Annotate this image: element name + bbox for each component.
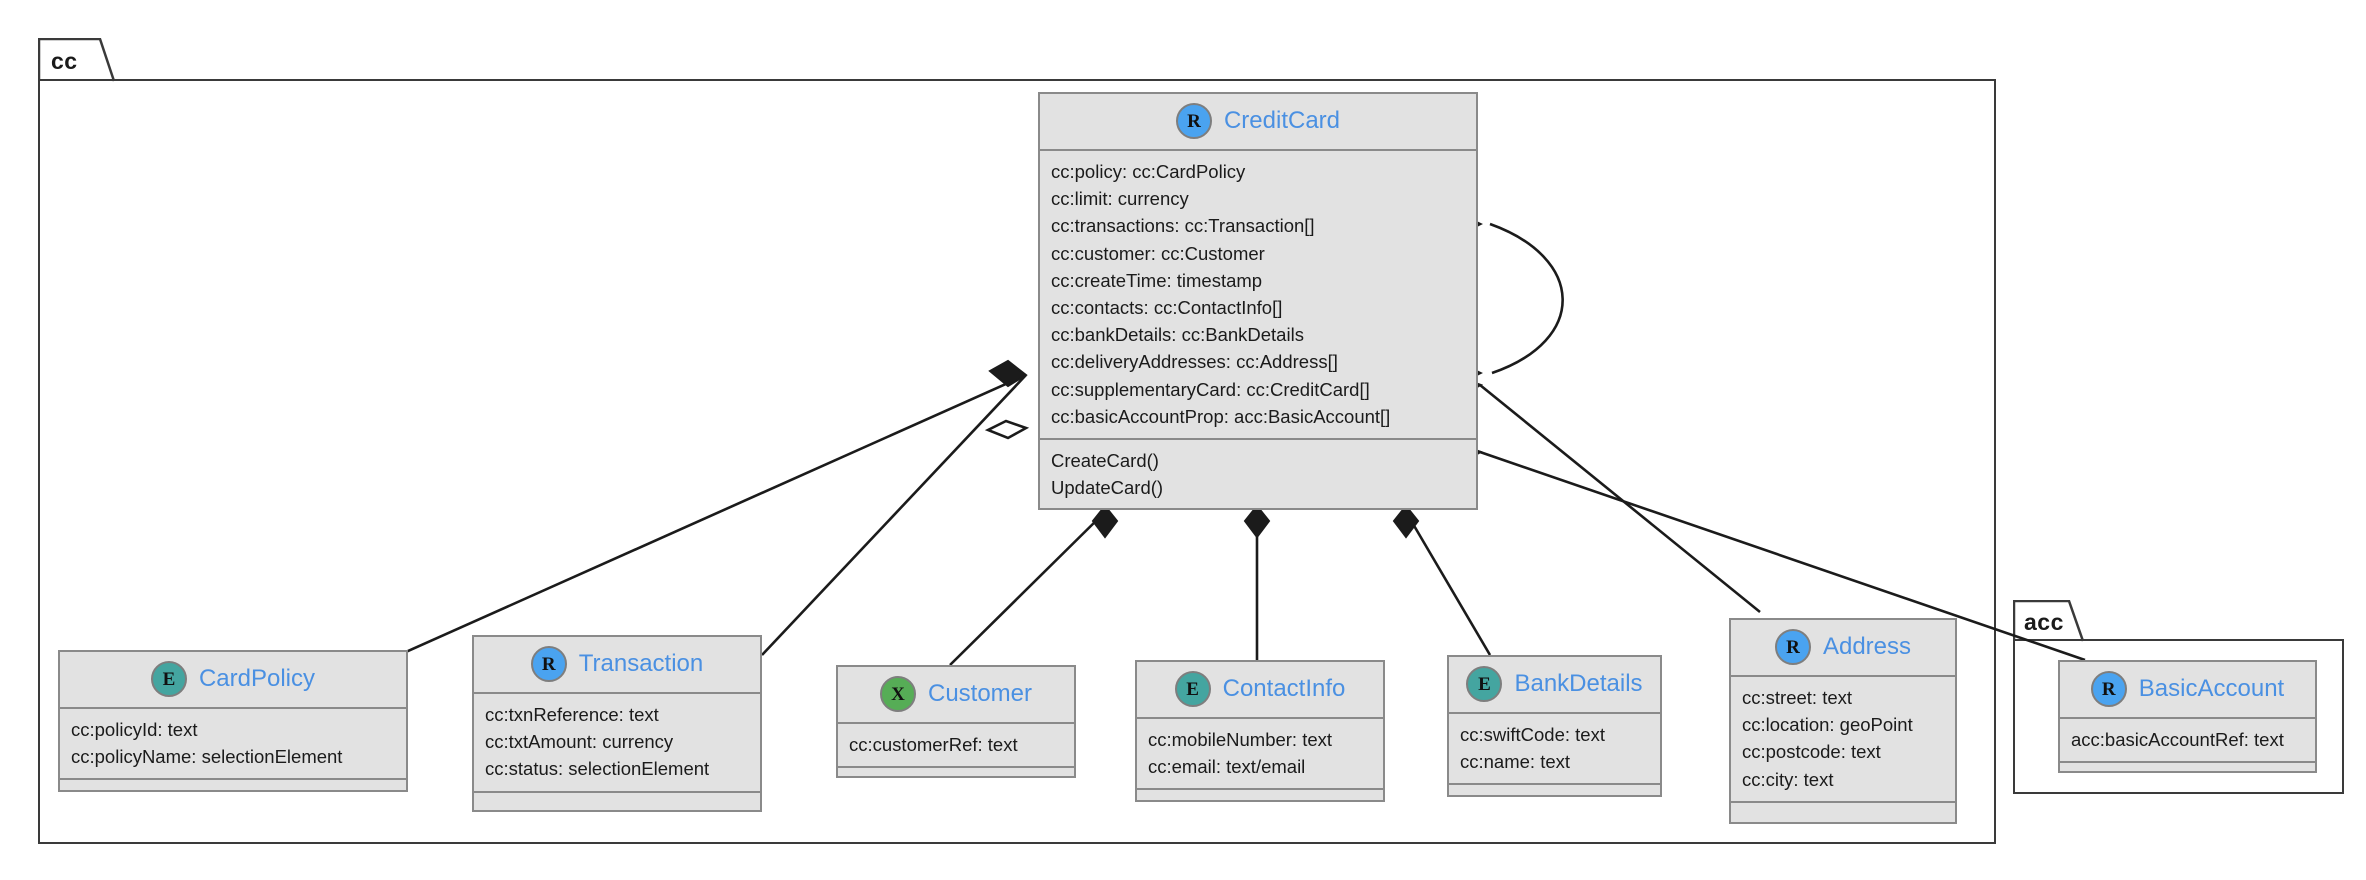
stereotype-x-icon: X: [879, 676, 916, 712]
attribute-row: cc:limit: currency: [1051, 188, 1189, 210]
class-address-header: R Address: [1731, 620, 1955, 677]
class-transaction-operations: [474, 793, 760, 812]
attribute-row: acc:basicAccountRef: text: [2071, 729, 2284, 750]
attribute-row: cc:status: selectionElement: [485, 758, 710, 780]
package-cc-label: cc: [51, 48, 78, 74]
class-cardpolicy-header: E CardPolicy: [60, 652, 406, 709]
attribute-row: cc:contacts: cc:ContactInfo[]: [1051, 296, 1283, 318]
class-transaction-header: R Transaction: [474, 637, 760, 694]
attribute-row: cc:name: text: [1460, 751, 1571, 773]
class-bankdetails[interactable]: E BankDetails cc:swiftCode: text cc:name…: [1447, 655, 1662, 797]
class-customer-name: Customer: [927, 679, 1033, 707]
attribute-row: cc:basicAccountProp: acc:BasicAccount[]: [1051, 405, 1391, 427]
class-creditcard-operations: CreateCard() UpdateCard(): [1040, 440, 1476, 509]
class-contactinfo-attributes: cc:mobileNumber: text cc:email: text/ema…: [1137, 719, 1383, 791]
class-basicaccount[interactable]: R BasicAccount acc:basicAccountRef: text: [2058, 660, 2317, 773]
operation-row: CreateCard(): [1051, 449, 1159, 471]
stereotype-r-icon: R: [530, 646, 567, 682]
attribute-row: cc:email: text/email: [1148, 756, 1306, 778]
attribute-row: cc:street: text: [1742, 687, 1853, 708]
attribute-row: cc:policyId: text: [71, 719, 198, 740]
stereotype-e-icon: E: [1174, 671, 1211, 707]
attribute-row: cc:txtAmount: currency: [485, 731, 674, 753]
attribute-row: cc:policyName: selectionElement: [71, 746, 343, 768]
class-bankdetails-operations: [1449, 785, 1660, 804]
class-creditcard-name: CreditCard: [1223, 106, 1341, 134]
class-address-name: Address: [1822, 632, 1912, 660]
attribute-row: cc:swiftCode: text: [1460, 724, 1605, 745]
class-bankdetails-name: BankDetails: [1514, 669, 1643, 697]
class-address-operations: [1731, 803, 1955, 822]
class-bankdetails-header: E BankDetails: [1449, 657, 1660, 714]
attribute-row: cc:postcode: text: [1742, 741, 1881, 763]
class-customer-attributes: cc:customerRef: text: [838, 724, 1074, 769]
stereotype-e-icon: E: [1466, 666, 1503, 702]
class-basicaccount-header: R BasicAccount: [2060, 662, 2315, 719]
class-contactinfo-header: E ContactInfo: [1137, 662, 1383, 719]
class-contactinfo-operations: [1137, 790, 1383, 809]
class-transaction-name: Transaction: [578, 649, 704, 677]
package-cc-tab-shape: [38, 38, 116, 82]
attribute-row: cc:createTime: timestamp: [1051, 269, 1263, 291]
stereotype-r-icon: R: [2090, 671, 2127, 707]
class-transaction[interactable]: R Transaction cc:txnReference: text cc:t…: [472, 635, 762, 812]
attribute-row: cc:location: geoPoint: [1742, 714, 1913, 736]
attribute-row: cc:city: text: [1742, 768, 1834, 790]
class-customer-operations: [838, 768, 1074, 787]
attribute-row: cc:txnReference: text: [485, 704, 659, 725]
class-bankdetails-attributes: cc:swiftCode: text cc:name: text: [1449, 714, 1660, 786]
class-contactinfo-name: ContactInfo: [1222, 674, 1346, 702]
attribute-row: cc:supplementaryCard: cc:CreditCard[]: [1051, 378, 1370, 400]
attribute-row: cc:mobileNumber: text: [1148, 729, 1333, 750]
stereotype-r-icon: R: [1774, 629, 1811, 665]
attribute-row: cc:policy: cc:CardPolicy: [1051, 161, 1246, 182]
stereotype-r-icon: R: [1175, 103, 1212, 139]
class-cardpolicy-operations: [60, 780, 406, 799]
class-basicaccount-operations: [2060, 763, 2315, 782]
class-basicaccount-name: BasicAccount: [2138, 674, 2285, 702]
attribute-row: cc:transactions: cc:Transaction[]: [1051, 215, 1315, 237]
class-contactinfo[interactable]: E ContactInfo cc:mobileNumber: text cc:e…: [1135, 660, 1385, 802]
class-creditcard[interactable]: R CreditCard cc:policy: cc:CardPolicy cc…: [1038, 92, 1478, 510]
class-basicaccount-attributes: acc:basicAccountRef: text: [2060, 719, 2315, 764]
class-customer-header: X Customer: [838, 667, 1074, 724]
attribute-row: cc:customer: cc:Customer: [1051, 242, 1265, 264]
attribute-row: cc:deliveryAddresses: cc:Address[]: [1051, 351, 1338, 373]
operation-row: UpdateCard(): [1051, 477, 1164, 499]
attribute-row: cc:bankDetails: cc:BankDetails: [1051, 324, 1304, 346]
class-cardpolicy-attributes: cc:policyId: text cc:policyName: selecti…: [60, 709, 406, 781]
package-acc-label: acc: [2024, 609, 2064, 635]
stereotype-e-icon: E: [150, 661, 187, 697]
package-acc-body: [2013, 639, 2344, 794]
class-creditcard-attributes: cc:policy: cc:CardPolicy cc:limit: curre…: [1040, 151, 1476, 440]
attribute-row: cc:customerRef: text: [849, 734, 1018, 755]
class-customer[interactable]: X Customer cc:customerRef: text: [836, 665, 1076, 778]
class-cardpolicy-name: CardPolicy: [198, 664, 316, 692]
class-address-attributes: cc:street: text cc:location: geoPoint cc…: [1731, 677, 1955, 803]
class-cardpolicy[interactable]: E CardPolicy cc:policyId: text cc:policy…: [58, 650, 408, 792]
class-transaction-attributes: cc:txnReference: text cc:txtAmount: curr…: [474, 694, 760, 793]
class-creditcard-header: R CreditCard: [1040, 94, 1476, 151]
class-address[interactable]: R Address cc:street: text cc:location: g…: [1729, 618, 1957, 824]
